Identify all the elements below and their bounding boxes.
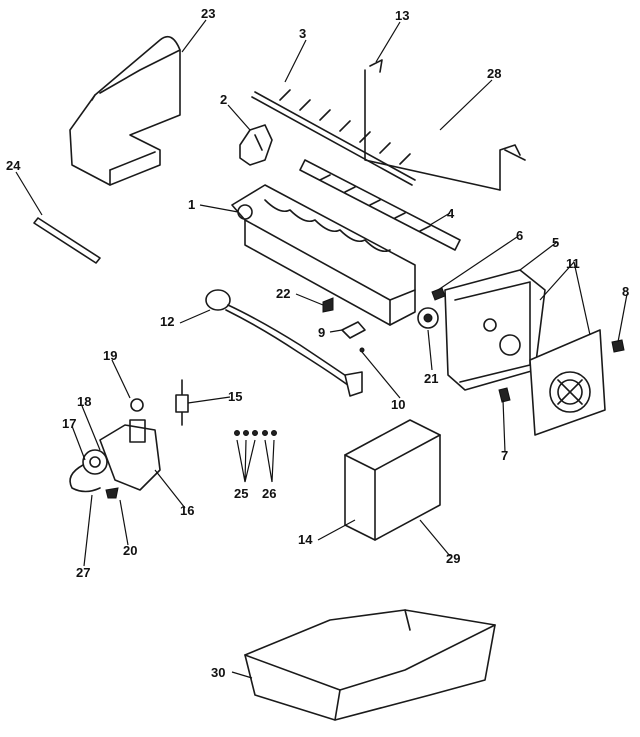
callout-9: 9 [318,325,325,340]
part-14-insulation [344,419,441,541]
part-4-stripper [299,159,461,251]
callout-5: 5 [552,235,559,250]
callout-3: 3 [299,26,306,41]
callout-4: 4 [447,206,455,221]
callout-11: 11 [566,256,580,271]
part-28-shutoff-arm [364,69,526,191]
callout-22: 22 [276,286,290,301]
callout-1: 1 [188,197,195,212]
part-7-screw [498,387,511,403]
callout-26: 26 [262,486,276,501]
callout-7: 7 [501,448,508,463]
callout-15: 15 [228,389,242,404]
part-19-cap [130,398,144,412]
part-22-clip [322,297,334,313]
part-26-screws [262,430,277,436]
callout-8: 8 [622,284,629,299]
callout-19: 19 [103,348,117,363]
part-10-screw [359,347,365,353]
callout-10: 10 [391,397,405,412]
part-25-screws [234,430,258,436]
part-11-motor-plate [529,329,606,436]
callout-21: 21 [424,371,438,386]
callout-17: 17 [62,416,76,431]
part-12-harness [205,289,363,397]
callout-29: 29 [446,551,460,566]
callout-25: 25 [234,486,248,501]
part-1-mold [231,184,416,326]
callout-2: 2 [220,92,227,107]
callout-16: 16 [180,503,194,518]
callout-27: 27 [76,565,90,580]
part-30-ice-bucket [244,609,496,721]
callout-23: 23 [201,6,215,21]
callout-28: 28 [487,66,501,81]
part-21-gear [417,307,439,329]
callout-12: 12 [160,314,174,329]
part-9-switch [341,321,366,339]
part-3-ejector [251,89,416,186]
part-17-solenoid [69,449,108,493]
callout-13: 13 [395,8,409,23]
part-16-water-valve [99,419,161,491]
callout-labels: 23 3 13 28 2 24 1 4 6 5 11 8 22 12 9 19 … [6,6,629,680]
callout-30: 30 [211,665,225,680]
part-24-rod [33,217,101,264]
callout-18: 18 [77,394,91,409]
part-13-arm [369,59,383,73]
callout-20: 20 [123,543,137,558]
leader-lines [15,19,628,679]
part-2-bracket [239,124,273,166]
callout-14: 14 [298,532,313,547]
callout-24: 24 [6,158,21,173]
callout-6: 6 [516,228,523,243]
part-15-fitting [175,379,189,426]
part-23-cover [69,35,181,186]
part-20-clip [105,487,119,499]
